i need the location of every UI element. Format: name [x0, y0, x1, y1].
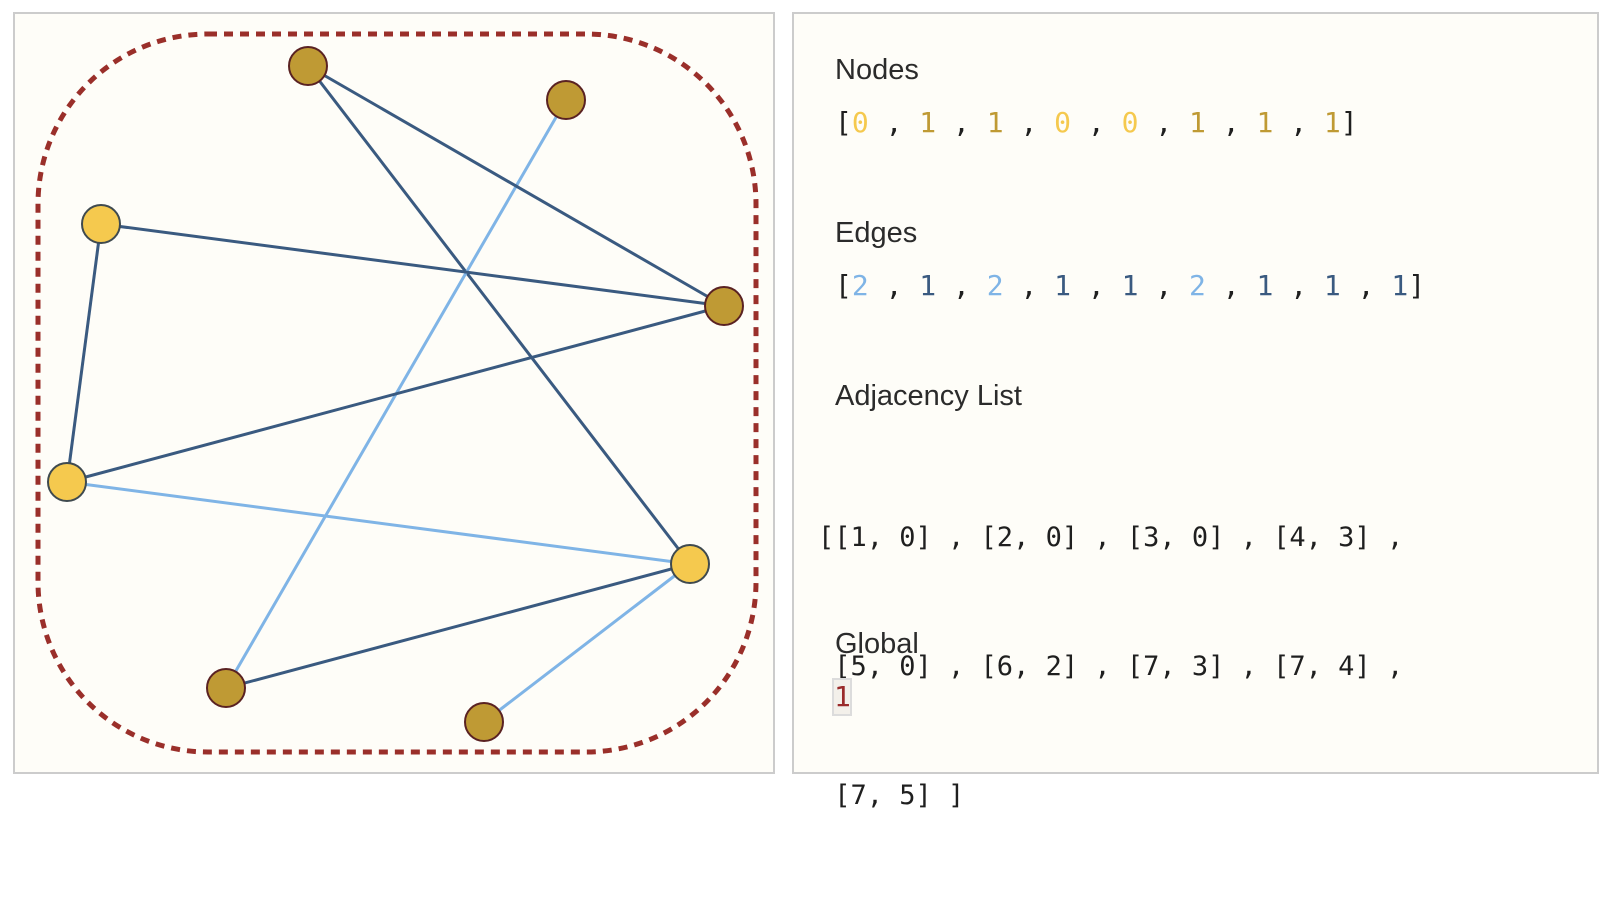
node-value: 1 — [1256, 106, 1274, 139]
node-2 — [206, 668, 246, 708]
edge-value: 1 — [919, 269, 937, 302]
separator: , — [1205, 269, 1257, 302]
edge-7-4 — [100, 222, 725, 308]
edge-7-3 — [66, 304, 725, 484]
open-bracket: [ — [835, 106, 852, 139]
node-value: 0 — [1054, 106, 1072, 139]
edge-value: 2 — [986, 269, 1004, 302]
edge-2-0 — [225, 562, 691, 690]
separator: , — [1003, 269, 1055, 302]
node-value: 1 — [986, 106, 1004, 139]
adjacency-line: [[1, 0] , [2, 0] , [3, 0] , [4, 3] , — [818, 522, 1404, 553]
nodes-title: Nodes — [835, 54, 919, 86]
edge-value: 2 — [1189, 269, 1206, 302]
close-bracket: ] — [1408, 269, 1426, 302]
global-value: 1 — [832, 678, 852, 716]
separator: , — [1071, 106, 1122, 139]
adjacency-line: [7, 5] ] — [818, 780, 965, 811]
graph-canvas — [35, 31, 759, 755]
separator: , — [1138, 269, 1190, 302]
edges-array: [2 , 1 , 2 , 1 , 1 , 2 , 1 , 1 , 1] — [835, 269, 1425, 302]
node-value: 1 — [1323, 106, 1341, 139]
edge-5-0 — [306, 65, 692, 565]
separator: , — [1273, 106, 1324, 139]
separator: , — [1340, 269, 1392, 302]
global-outline — [35, 31, 759, 755]
node-1 — [464, 702, 504, 742]
node-value: 0 — [851, 106, 869, 139]
separator: , — [936, 106, 987, 139]
global-title: Global — [835, 628, 919, 660]
edges-layer — [65, 64, 725, 724]
separator: , — [868, 106, 920, 139]
graph-panel — [13, 12, 775, 774]
separator: , — [1205, 106, 1257, 139]
edge-value: 1 — [1054, 269, 1072, 302]
node-value: 1 — [919, 106, 937, 139]
edge-value: 1 — [1256, 269, 1274, 302]
adjacency-list: [[1, 0] , [2, 0] , [3, 0] , [4, 3] , [5,… — [818, 430, 1403, 903]
node-4 — [81, 204, 121, 244]
nodes-layer — [47, 46, 744, 742]
open-bracket: [ — [835, 269, 852, 302]
node-7 — [704, 286, 744, 326]
node-0 — [670, 544, 710, 584]
adjacency-title: Adjacency List — [835, 380, 1022, 412]
edge-value: 2 — [851, 269, 869, 302]
node-3 — [47, 462, 87, 502]
edge-3-0 — [66, 480, 691, 566]
node-value: 1 — [1189, 106, 1206, 139]
edge-1-0 — [483, 562, 691, 724]
nodes-array: [0 , 1 , 1 , 0 , 0 , 1 , 1 , 1] — [835, 106, 1358, 139]
separator: , — [1138, 106, 1190, 139]
separator: , — [1071, 269, 1122, 302]
edge-4-3 — [65, 223, 103, 483]
info-panel: Nodes [0 , 1 , 1 , 0 , 0 , 1 , 1 , 1] Ed… — [792, 12, 1599, 811]
separator: , — [936, 269, 987, 302]
edge-value: 1 — [1121, 269, 1139, 302]
separator: , — [1273, 269, 1324, 302]
separator: , — [1003, 106, 1055, 139]
node-5 — [288, 46, 328, 86]
edge-7-5 — [307, 64, 725, 308]
edge-value: 1 — [1323, 269, 1341, 302]
separator: , — [868, 269, 920, 302]
node-value: 0 — [1121, 106, 1139, 139]
node-6 — [546, 80, 586, 120]
adjacency-line: [5, 0] , [6, 2] , [7, 3] , [7, 4] , — [818, 651, 1404, 682]
edges-title: Edges — [835, 217, 918, 249]
edge-value: 1 — [1391, 269, 1409, 302]
close-bracket: ] — [1340, 106, 1358, 139]
